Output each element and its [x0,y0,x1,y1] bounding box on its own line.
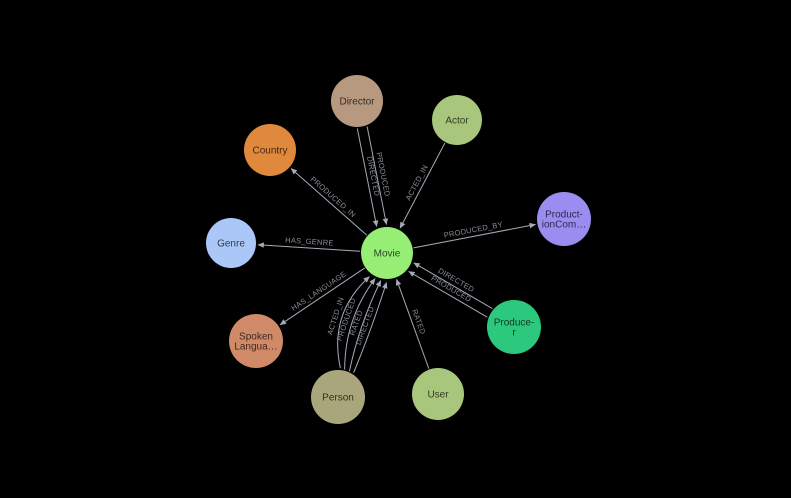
node-label-production_company: Product-ionCom… [542,210,586,231]
node-user[interactable]: User [412,368,464,420]
node-circle-person[interactable] [311,370,365,424]
node-label-producer: Produce-r [494,318,535,339]
node-label-director: Director [339,97,375,108]
edge-movie-produced_by[interactable] [413,222,536,249]
node-circle-actor[interactable] [432,95,482,145]
node-country[interactable]: Country [244,124,296,176]
edge-person-rated[interactable] [348,280,382,372]
node-circle-country[interactable] [244,124,296,176]
edge-label-has_genre: HAS_GENRE [285,235,334,247]
edge-movie-has_genre[interactable] [257,242,361,252]
node-genre[interactable]: Genre [206,218,256,268]
node-label-genre: Genre [217,239,245,250]
node-production_company[interactable]: Product-ionCom… [537,192,591,246]
edge-movie-has_language[interactable] [279,267,365,326]
edge-producer-directed[interactable] [413,262,493,310]
edge-person-directed[interactable] [353,282,388,373]
edge-label-produced_in: PRODUCED_IN [309,175,358,220]
node-label-actor: Actor [445,116,469,127]
node-label-user: User [427,390,449,401]
edge-label-rated: RATED [410,308,427,336]
edge-user-rated[interactable] [395,279,430,369]
node-circle-user[interactable] [412,368,464,420]
node-circle-director[interactable] [331,75,383,127]
edge-director-directed[interactable] [356,128,379,227]
edge-director-produced[interactable] [366,126,389,225]
edge-actor-acted_in[interactable] [399,142,446,229]
node-circle-production_company[interactable] [537,192,591,246]
node-circle-genre[interactable] [206,218,256,268]
node-person[interactable]: Person [311,370,365,424]
node-producer[interactable]: Produce-r [487,300,541,354]
node-actor[interactable]: Actor [432,95,482,145]
node-circle-spoken_language[interactable] [229,314,283,368]
node-label-country: Country [252,146,287,157]
edge-person-produced[interactable] [344,278,376,370]
edge-person-acted_in[interactable] [337,276,370,369]
node-circle-producer[interactable] [487,300,541,354]
node-circle-movie[interactable] [361,227,413,279]
node-label-movie: Movie [374,249,401,260]
node-director[interactable]: Director [331,75,383,127]
node-label-person: Person [322,393,354,404]
edge-producer-produced[interactable] [408,270,488,318]
edge-movie-produced_in[interactable] [290,168,368,236]
node-movie[interactable]: Movie [361,227,413,279]
